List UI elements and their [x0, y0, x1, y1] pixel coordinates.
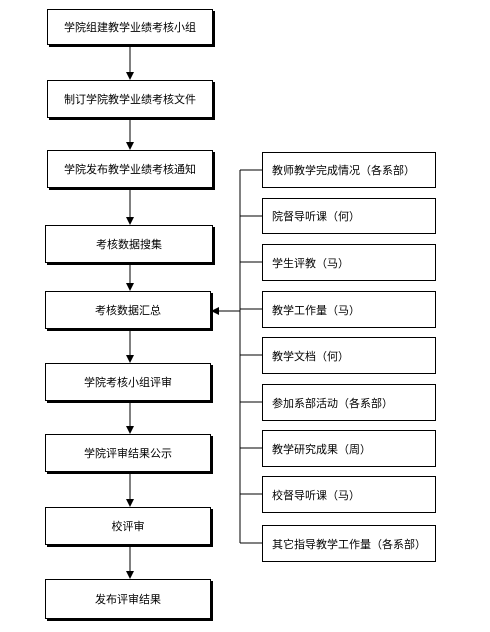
source-student-evaluation: 学生评教（马）: [262, 244, 436, 281]
step-team-review: 学院考核小组评审: [45, 363, 211, 401]
source-teaching-completion: 教师教学完成情况（各系部）: [262, 152, 436, 188]
source-teaching-documents: 教学文档（何）: [262, 337, 436, 374]
source-college-supervision: 院督导听课（何）: [262, 198, 436, 234]
step-summarize-data: 考核数据汇总: [45, 291, 211, 329]
source-school-supervision: 校督导听课（马）: [262, 476, 436, 513]
step-release-results: 发布评审结果: [45, 579, 211, 619]
source-department-activities: 参加系部活动（各系部）: [262, 384, 436, 421]
source-research-results: 教学研究成果（周）: [262, 430, 436, 467]
source-teaching-workload: 教学工作量（马）: [262, 291, 436, 328]
step-collect-data: 考核数据搜集: [45, 225, 213, 263]
step-publish-notice: 学院发布教学业绩考核通知: [47, 150, 213, 188]
step-school-review: 校评审: [45, 507, 211, 545]
step-form-team: 学院组建教学业绩考核小组: [47, 9, 213, 45]
step-draft-documents: 制订学院教学业绩考核文件: [47, 80, 213, 118]
source-other-guidance-workload: 其它指导教学工作量（各系部）: [262, 525, 436, 562]
step-publicize-results: 学院评审结果公示: [45, 434, 211, 472]
